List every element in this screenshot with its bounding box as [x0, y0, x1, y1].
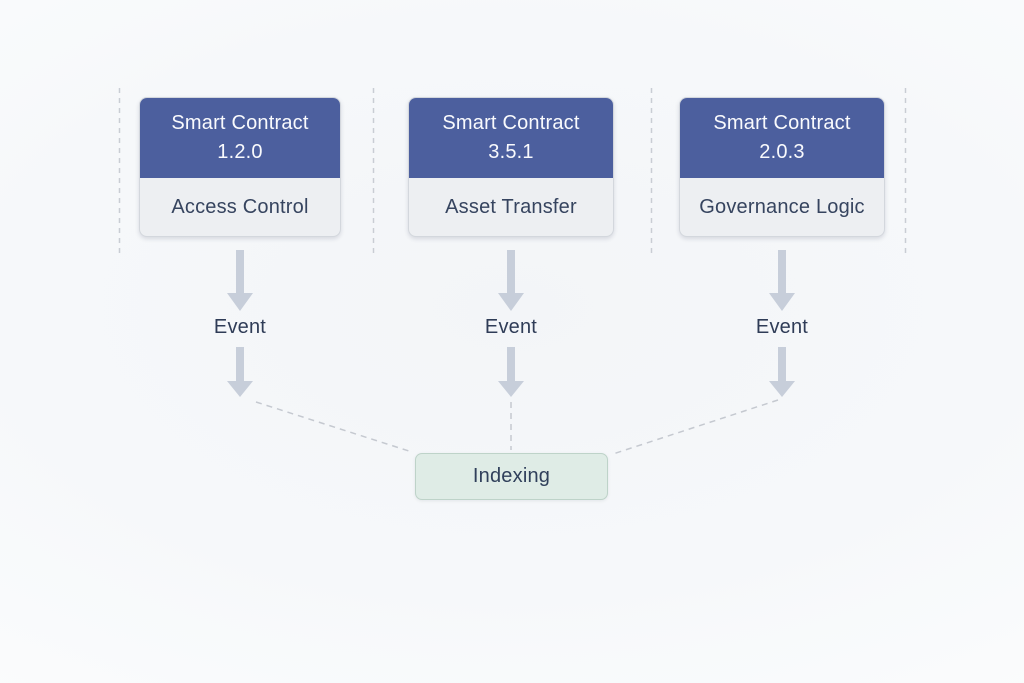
contract-card-1: Smart Contract 1.2.0 Access Control — [139, 97, 341, 237]
contract-2-module: Asset Transfer — [445, 195, 577, 218]
arrow-contract2-to-event — [498, 250, 524, 311]
contract-card-2-header: Smart Contract 3.5.1 — [409, 98, 613, 178]
contract-3-version: 2.0.3 — [759, 141, 805, 163]
event-label-3: Event — [755, 316, 809, 338]
contract-card-3-header: Smart Contract 2.0.3 — [680, 98, 884, 178]
indexing-label: Indexing — [472, 465, 551, 487]
column-guide-lines — [118, 88, 907, 257]
contract-card-1-header: Smart Contract 1.2.0 — [140, 98, 340, 178]
event-label-1: Event — [213, 316, 267, 338]
contract-1-version: 1.2.0 — [217, 141, 263, 163]
contract-card-2: Smart Contract 3.5.1 Asset Transfer — [408, 97, 614, 237]
arrow-event3-down — [769, 347, 795, 397]
arrow-event2-down — [498, 347, 524, 397]
dashed-connectors-to-indexing — [255, 399, 779, 455]
arrow-event1-down — [227, 347, 253, 397]
contract-card-3: Smart Contract 2.0.3 Governance Logic — [679, 97, 885, 237]
contract-3-name: Smart Contract — [713, 112, 851, 134]
contract-1-name: Smart Contract — [171, 112, 309, 134]
contract-3-module: Governance Logic — [699, 195, 865, 218]
event-label-2: Event — [484, 316, 538, 338]
contract-2-version: 3.5.1 — [488, 141, 534, 163]
arrow-contract3-to-event — [769, 250, 795, 311]
indexing-node: Indexing — [415, 453, 608, 500]
arrow-contract1-to-event — [227, 250, 253, 311]
contract-2-name: Smart Contract — [442, 112, 580, 134]
contract-1-module: Access Control — [171, 195, 309, 218]
